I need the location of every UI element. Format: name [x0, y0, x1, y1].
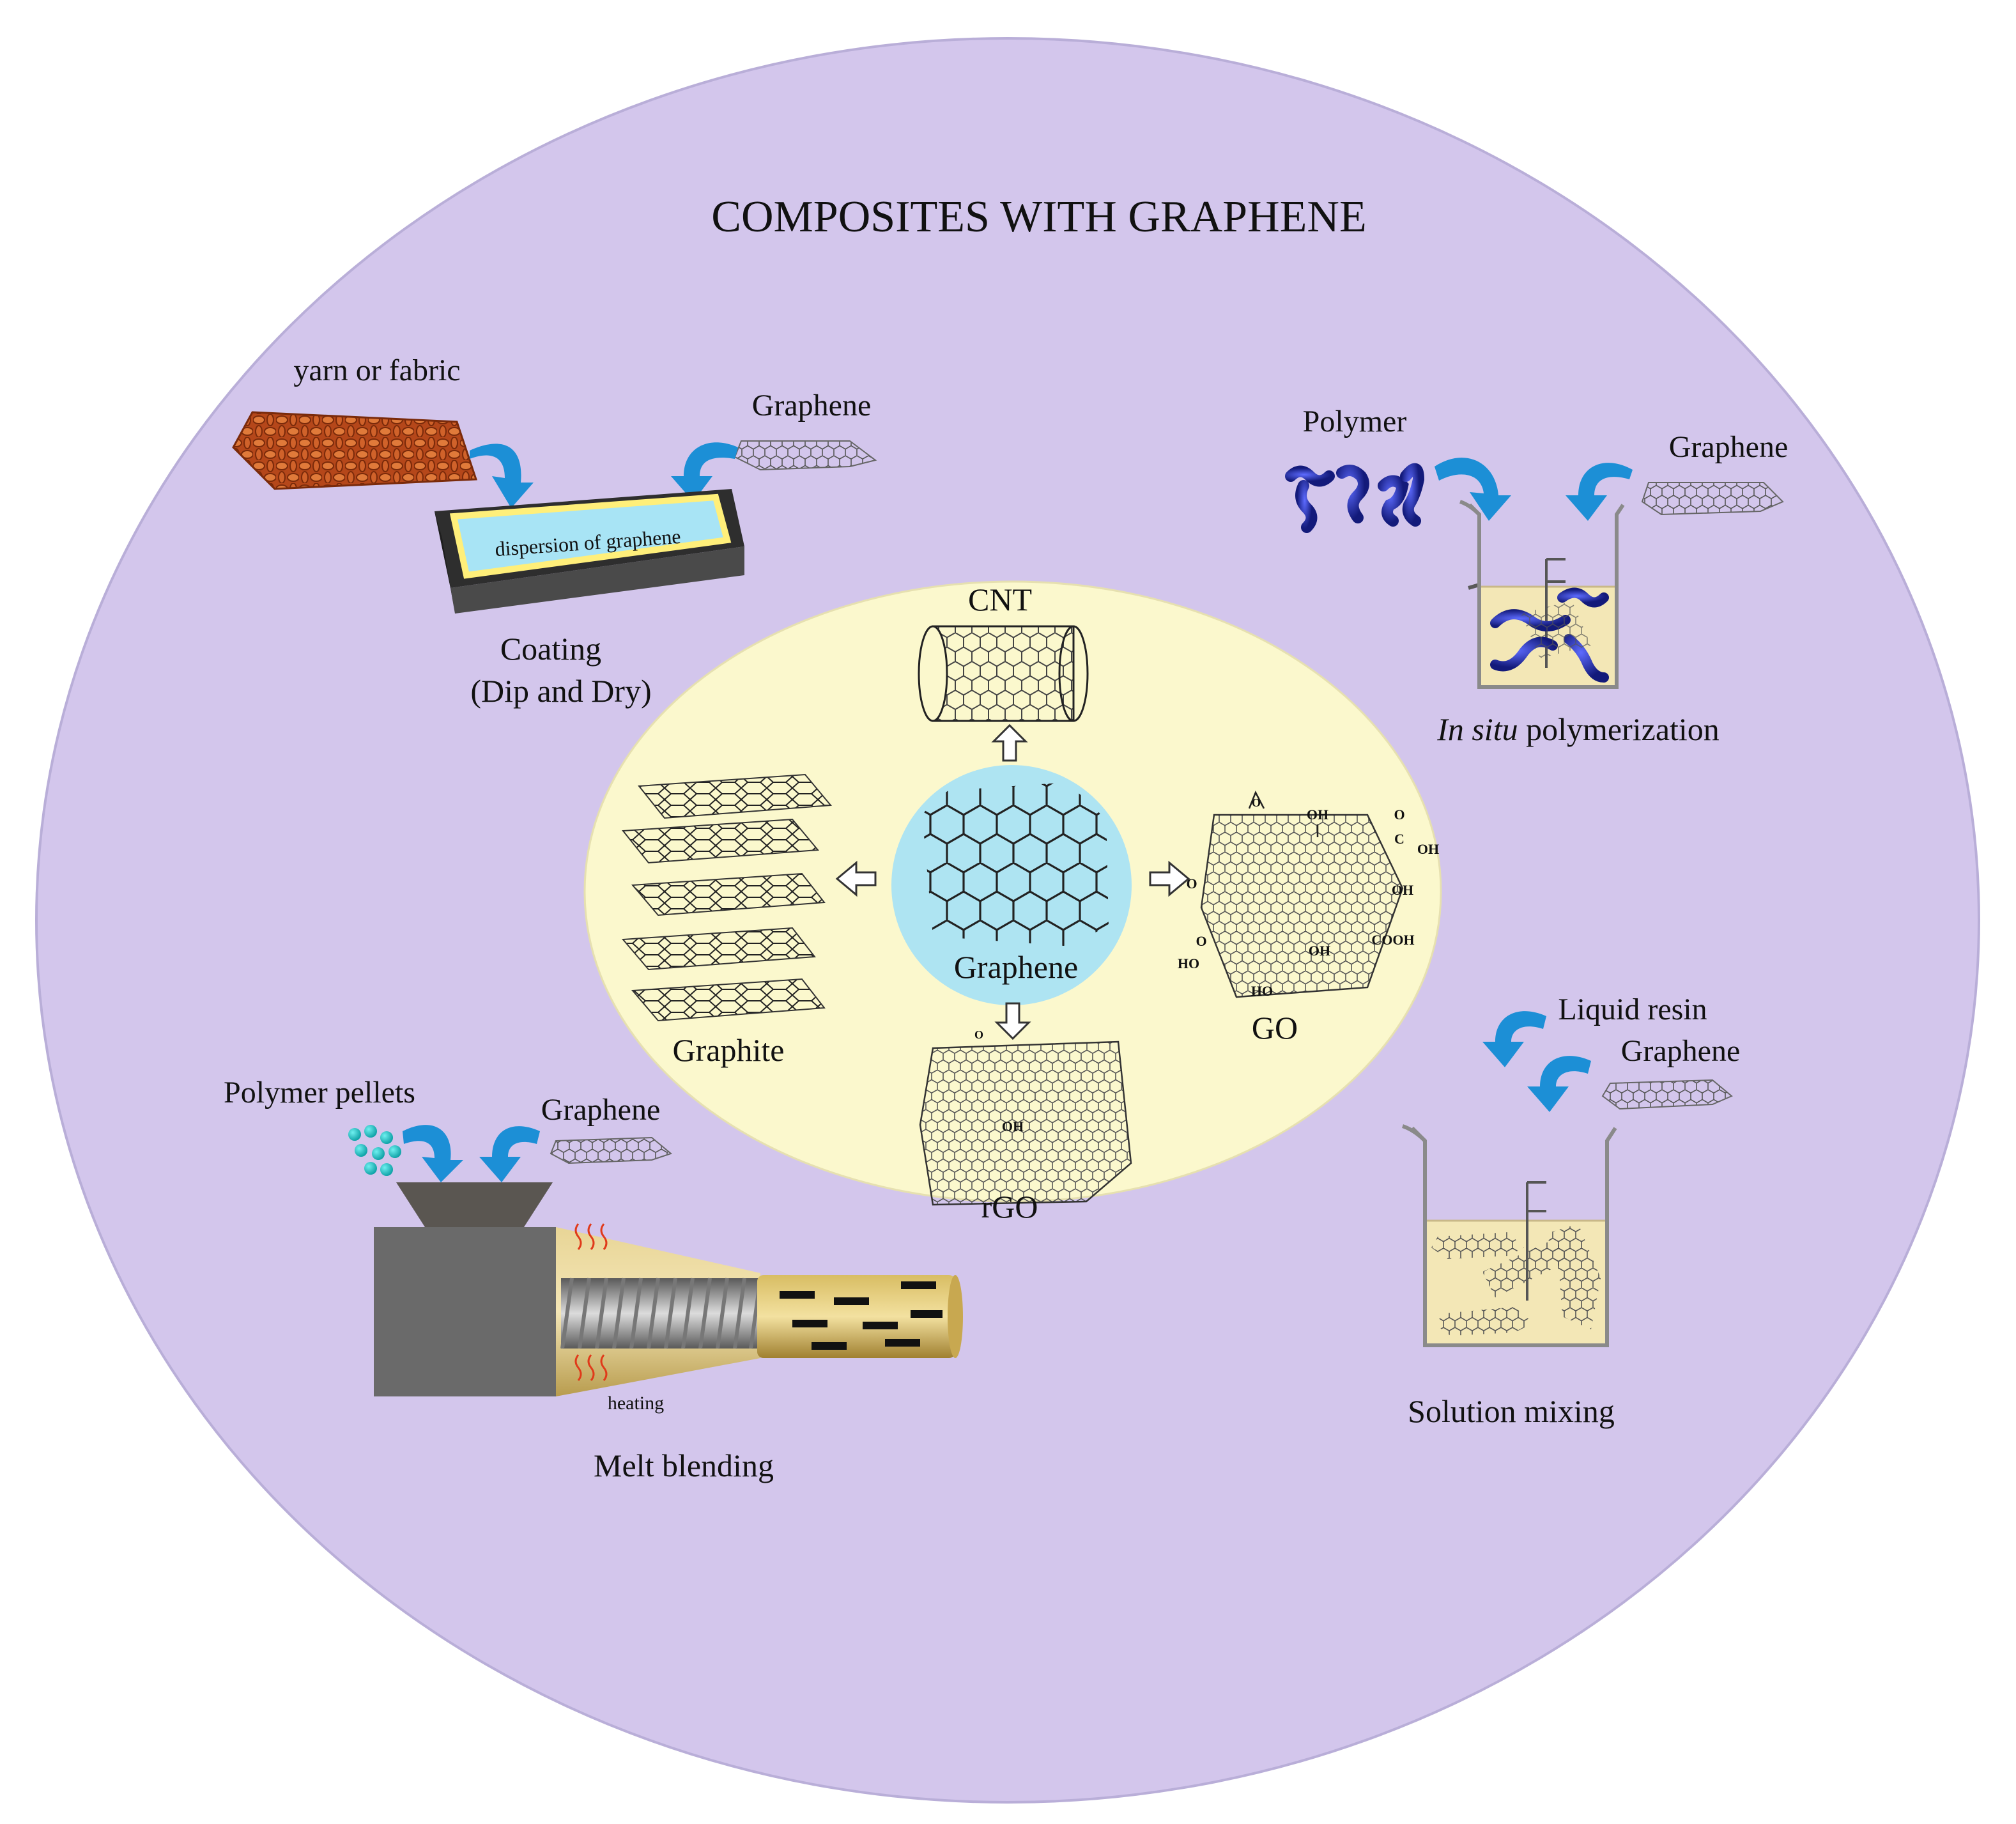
melt-graphene-label: Graphene	[541, 1093, 661, 1127]
solution-mixing-method: Liquid resin Graphene Solution mixing	[1401, 993, 1741, 1429]
go-label: GO	[1252, 1010, 1298, 1046]
arrow-fabric-to-tray	[470, 444, 534, 508]
polymer-label: Polymer	[1303, 405, 1407, 438]
svg-text:O: O	[1394, 807, 1404, 823]
cnt-structure: CNT	[918, 582, 1089, 762]
melt-blending-method: Polymer pellets Graphene	[224, 1076, 963, 1483]
arrow-resin-to-beaker	[1482, 1011, 1546, 1067]
polymer-pellets	[348, 1125, 401, 1176]
beaker-solution	[1401, 1124, 1617, 1347]
in-situ-method: Polymer Graphene In situ poly	[1285, 405, 1789, 747]
svg-text:OH: OH	[1307, 807, 1328, 823]
arrow-polymer-to-beaker	[1435, 458, 1511, 521]
svg-text:OH: OH	[1417, 841, 1439, 857]
dip-tray: dispersion of graphene	[435, 489, 744, 614]
svg-text:HO: HO	[1178, 955, 1199, 971]
coating-title-line2: (Dip and Dry)	[470, 673, 651, 709]
coating-title-line1: Coating	[500, 631, 601, 667]
svg-text:HO: HO	[1251, 983, 1273, 999]
graphene-center: Graphene	[891, 765, 1132, 1005]
heat-marks-bottom	[574, 1354, 608, 1381]
svg-text:OH: OH	[1392, 882, 1413, 898]
heating-label: heating	[608, 1393, 664, 1414]
graphene-sheet-in-situ	[1641, 482, 1784, 516]
svg-text:OH: OH	[1002, 1118, 1024, 1134]
arrow-to-graphite	[835, 860, 877, 897]
arrow-to-go	[1149, 860, 1190, 897]
graphene-sheet-coating	[734, 440, 877, 471]
cnt-label: CNT	[968, 582, 1032, 617]
solution-title: Solution mixing	[1408, 1393, 1615, 1429]
arrow-to-rgo	[994, 1002, 1031, 1040]
rgo-structure: O OH rGO	[919, 1002, 1132, 1225]
diagram-title: COMPOSITES WITH GRAPHENE	[711, 192, 1366, 242]
extruder	[374, 1182, 963, 1396]
svg-text:C: C	[1394, 831, 1404, 847]
svg-text:O: O	[974, 1028, 983, 1041]
svg-text:COOH: COOH	[1371, 932, 1414, 948]
svg-text:O: O	[1186, 876, 1197, 892]
graphene-sheet-melt	[550, 1136, 673, 1164]
polymer-chains	[1285, 463, 1425, 533]
arrow-to-cnt	[991, 723, 1028, 762]
arrow-graphene-to-beaker	[1566, 463, 1633, 521]
yarn-label: yarn or fabric	[293, 353, 460, 387]
svg-text:O: O	[1196, 933, 1206, 949]
arrow-graphene-to-hopper	[479, 1126, 540, 1182]
pellets-label: Polymer pellets	[224, 1076, 415, 1109]
coating-method: yarn or fabric Graphene dispersion of gr…	[232, 353, 877, 709]
in-situ-title: In situ polymerization	[1436, 711, 1720, 747]
heat-marks-top	[574, 1223, 608, 1250]
go-structure: O OH O C OH OH O O OH COOH HO HO GO	[1149, 791, 1439, 1046]
in-situ-graphene-label: Graphene	[1669, 430, 1789, 464]
svg-text:O: O	[1252, 796, 1261, 809]
arrow-graphene-to-solution	[1527, 1056, 1591, 1112]
melt-title: Melt blending	[594, 1448, 774, 1483]
arrow-pellets-to-hopper	[403, 1125, 463, 1182]
rgo-label: rGO	[981, 1189, 1038, 1225]
svg-text:OH: OH	[1309, 943, 1330, 959]
fabric-swatch	[232, 411, 478, 490]
graphite-structure: Graphite	[621, 773, 877, 1068]
coating-graphene-label: Graphene	[752, 389, 872, 422]
graphite-label: Graphite	[673, 1032, 785, 1068]
solution-graphene-label: Graphene	[1621, 1034, 1741, 1068]
graphene-label: Graphene	[954, 949, 1078, 985]
resin-label: Liquid resin	[1558, 993, 1707, 1026]
arrow-graphene-to-tray	[671, 442, 738, 502]
graphene-sheet-solution	[1601, 1079, 1733, 1110]
beaker-in-situ	[1459, 500, 1625, 689]
